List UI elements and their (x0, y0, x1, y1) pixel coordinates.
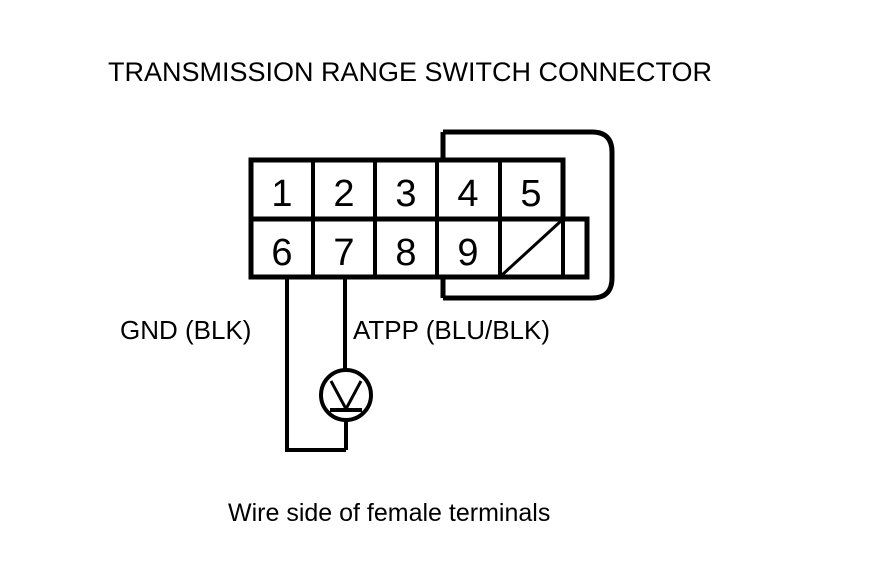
wire-label-atpp: ATPP (BLU/BLK) (353, 315, 550, 345)
pin-label-8: 8 (395, 232, 416, 274)
voltmeter-v-glyph (329, 380, 363, 413)
voltmeter-icon (319, 368, 373, 422)
pin-label-7: 7 (333, 232, 354, 274)
wire-label-gnd: GND (BLK) (120, 315, 251, 345)
figure-caption: Wire side of female terminals (228, 499, 550, 527)
voltmeter-circle (319, 368, 373, 422)
terminal-row-bottom-outline (248, 216, 590, 280)
pin-label-3: 3 (395, 173, 416, 215)
wire-gnd-pin6 (285, 277, 346, 452)
pin-label-5: 5 (520, 173, 541, 215)
pin-label-2: 2 (333, 173, 354, 215)
pin-label-1: 1 (271, 173, 292, 215)
blank-cavity-slash-icon (500, 219, 563, 277)
connector-shell-outline (443, 129, 615, 301)
pin-label-4: 4 (457, 173, 478, 215)
page-title: TRANSMISSION RANGE SWITCH CONNECTOR (108, 57, 712, 87)
pin-label-9: 9 (457, 232, 478, 274)
pin-label-6: 6 (271, 232, 292, 274)
